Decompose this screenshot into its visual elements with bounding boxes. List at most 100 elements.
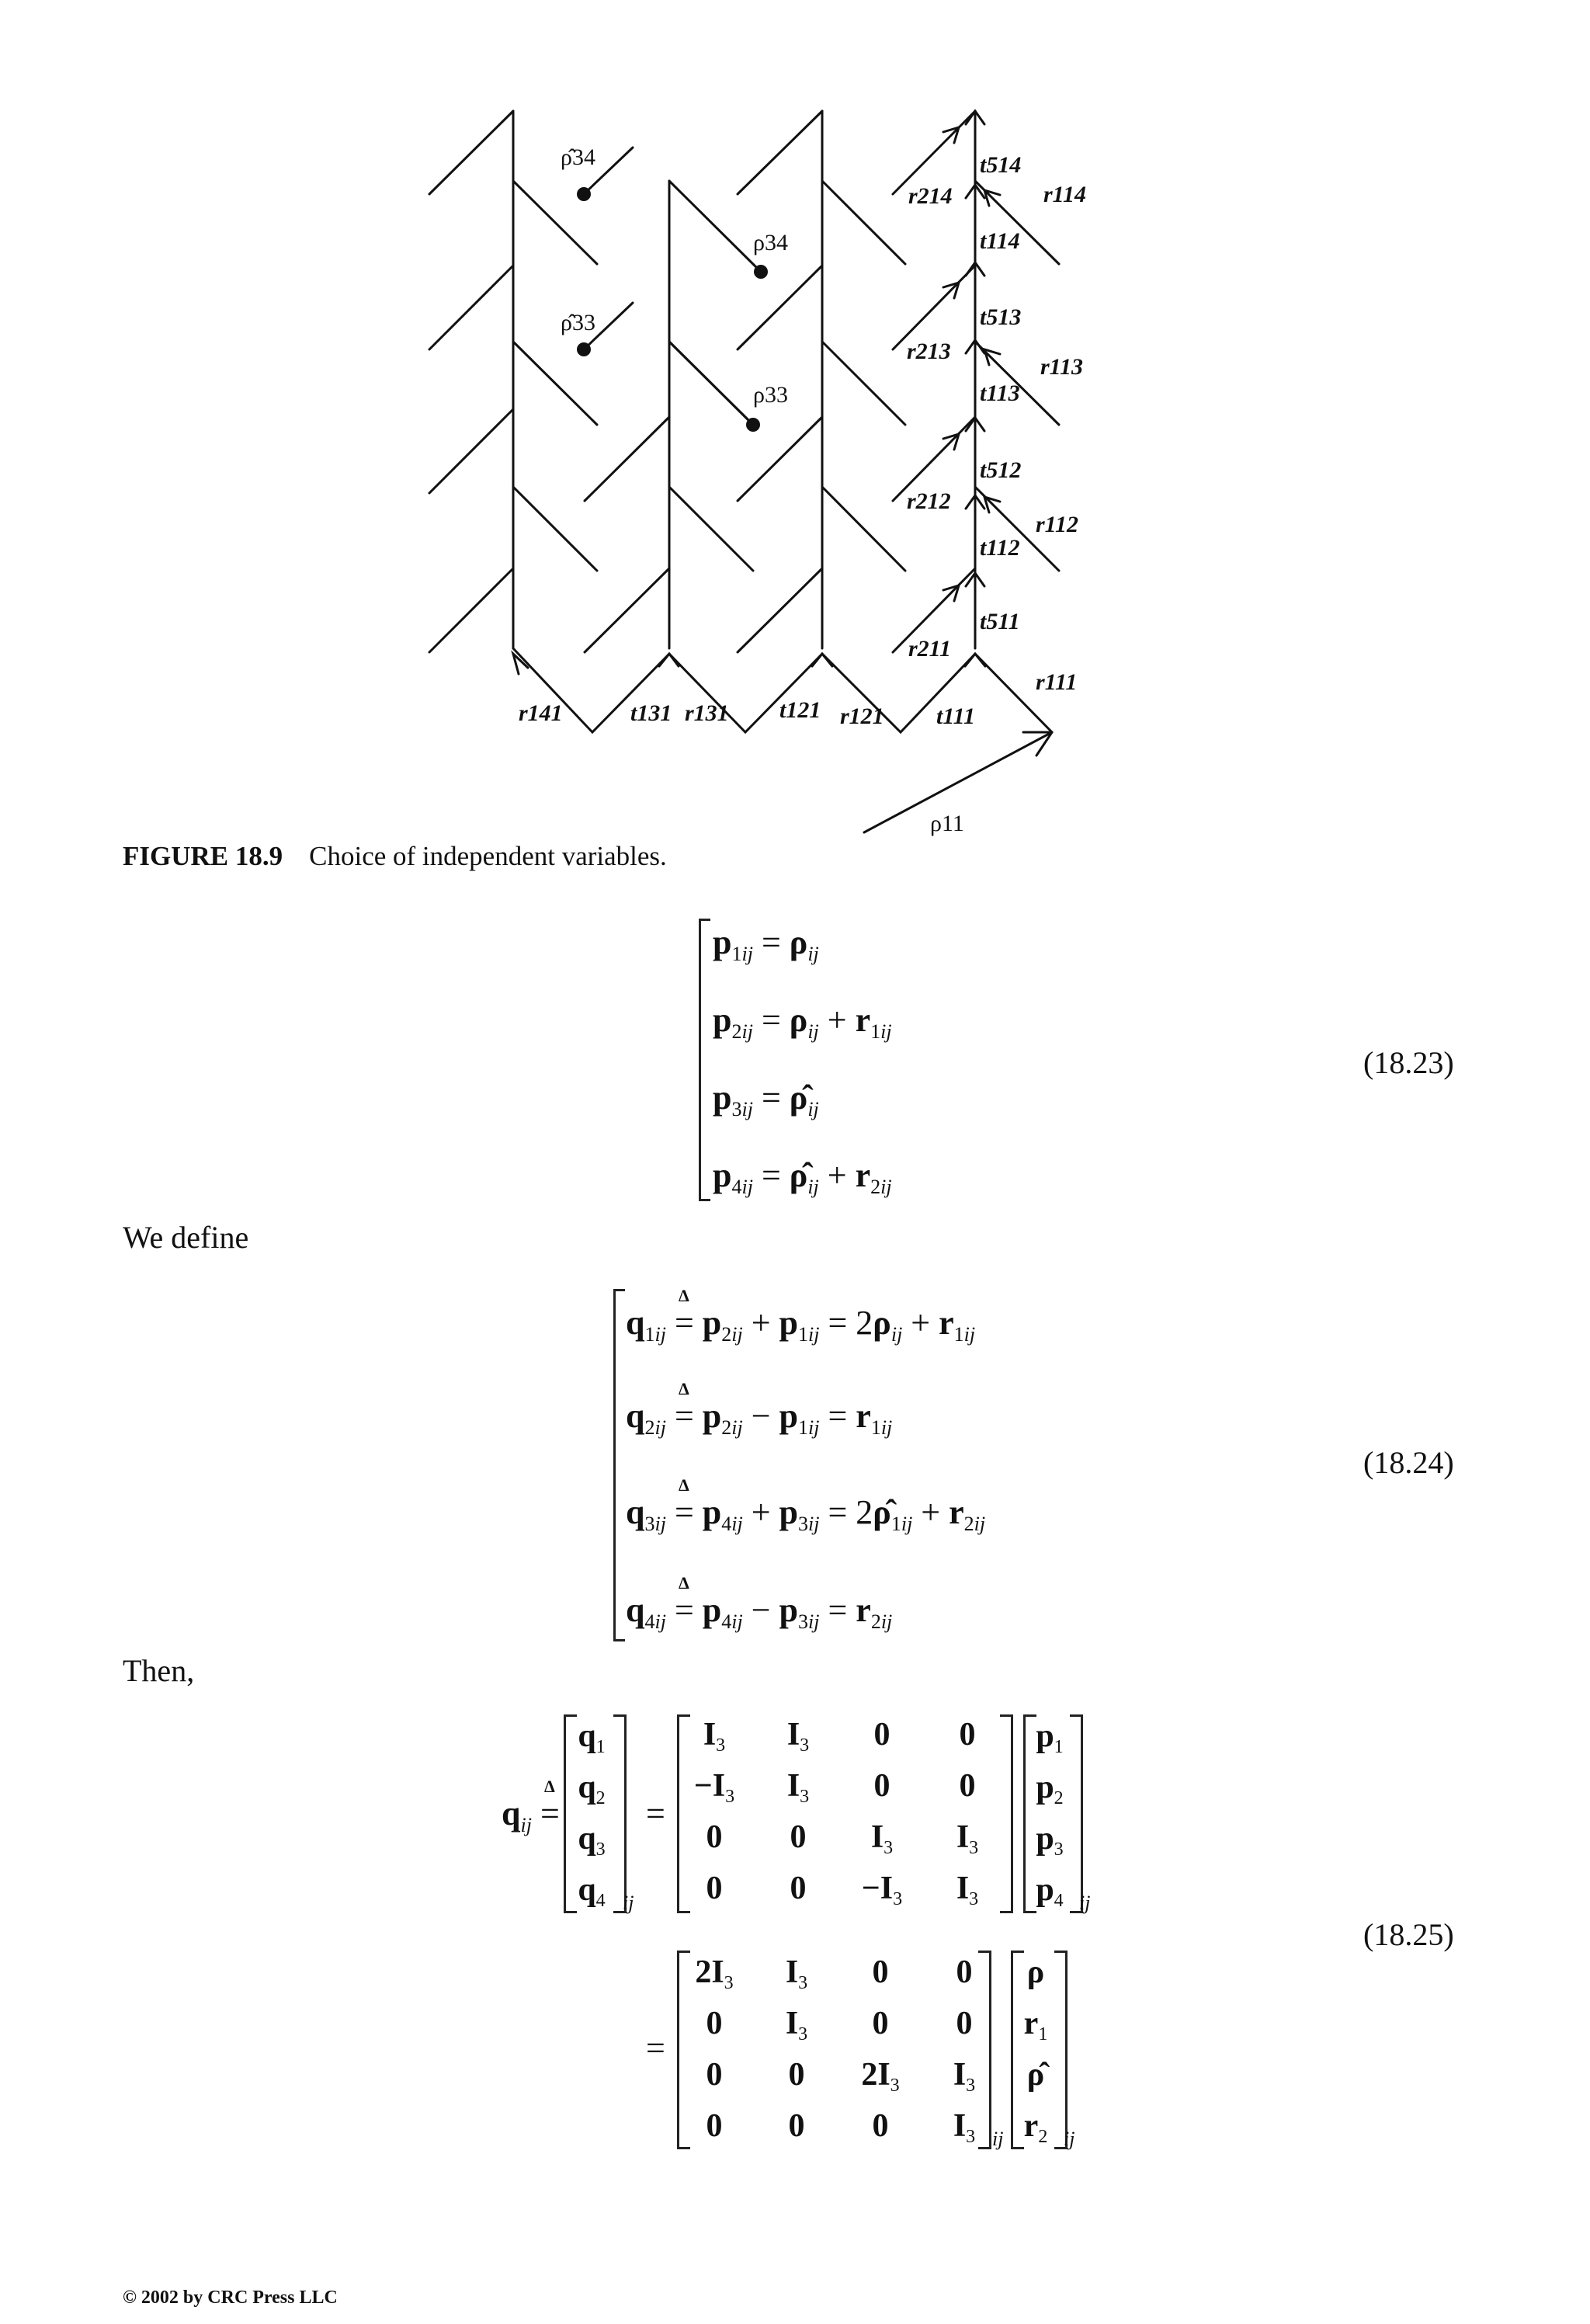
m1-r3c1: 0 bbox=[706, 1819, 723, 1855]
vec-q-1: q1 bbox=[578, 1718, 606, 1757]
m2-r4c2: 0 bbox=[788, 2108, 805, 2144]
eq-18-25-equals-1: = bbox=[646, 1794, 665, 1832]
eq-18-25-equals-2: = bbox=[646, 2029, 665, 2067]
eq-18-23-line-1: p1ij = ρij bbox=[713, 923, 819, 965]
eq-18-23-line-4: p4ij = ρ̂ij + r2ij bbox=[713, 1156, 892, 1198]
brace-eq-18-23 bbox=[699, 919, 710, 1201]
bracket-q-left bbox=[564, 1714, 577, 1913]
eq-18-24-line-1: q1ij Δ= p2ij + p1ij = 2ρij + r1ij bbox=[626, 1286, 976, 1346]
label-rho-34: ρ34 bbox=[753, 230, 788, 255]
bracket-m2-right bbox=[978, 1951, 991, 2149]
m1-r1c3: 0 bbox=[873, 1717, 890, 1753]
label-r112: r112 bbox=[1036, 512, 1078, 537]
vec-r2: r2 bbox=[1023, 2108, 1048, 2147]
m1-r3c3: I3 bbox=[870, 1819, 894, 1858]
label-t114: t114 bbox=[980, 228, 1020, 254]
m1-r2c2: I3 bbox=[786, 1768, 810, 1807]
label-t131: t131 bbox=[630, 700, 672, 726]
equation-number-18-23: (18.23) bbox=[1363, 1045, 1454, 1080]
label-rho-hat-33: ρ̂33 bbox=[561, 310, 595, 335]
figure-18-9-diagram: ρ̂34 ρ34 ρ̂33 ρ33 t514 r114 r214 t114 t5… bbox=[428, 109, 1086, 836]
label-t511: t511 bbox=[980, 609, 1020, 634]
label-t512: t512 bbox=[980, 457, 1021, 483]
label-t514: t514 bbox=[980, 152, 1021, 178]
vec-r1: r1 bbox=[1023, 2006, 1048, 2044]
equation-number-18-24: (18.24) bbox=[1363, 1445, 1454, 1480]
m2-r2c3: 0 bbox=[872, 2006, 889, 2041]
vec-rho-hat: ρ̂ bbox=[1026, 2057, 1045, 2093]
caption-text: Choice of independent variables. bbox=[309, 841, 667, 871]
label-t111: t111 bbox=[936, 703, 975, 729]
vec-p-2: p2 bbox=[1036, 1770, 1064, 1808]
eq-18-24-line-2: q2ij Δ= p2ij − p1ij = r1ij bbox=[626, 1379, 893, 1439]
bracket-p-right bbox=[1070, 1714, 1083, 1913]
vec-q-3: q3 bbox=[578, 1821, 606, 1860]
equation-number-18-25: (18.25) bbox=[1363, 1917, 1454, 1952]
eq-18-23-line-3: p3ij = ρ̂ij bbox=[713, 1079, 819, 1120]
m1-r1c4: 0 bbox=[959, 1717, 976, 1753]
text-then: Then, bbox=[123, 1653, 195, 1688]
vec-q-subscript: ij bbox=[623, 1892, 634, 1914]
m2-r3c2: 0 bbox=[788, 2057, 805, 2093]
eq-18-24-line-4: q4ij Δ= p4ij − p3ij = r2ij bbox=[626, 1573, 893, 1633]
bracket-q-right bbox=[613, 1714, 627, 1913]
vec-p-3: p3 bbox=[1036, 1821, 1064, 1860]
m2-r1c1: 2I3 bbox=[695, 1954, 734, 1993]
figure-caption: FIGURE 18.9 Choice of independent variabl… bbox=[123, 841, 667, 872]
m2-r2c1: 0 bbox=[706, 2006, 723, 2041]
eq-18-25-lhs: qij Δ= bbox=[502, 1777, 560, 1836]
bracket-m2-left bbox=[677, 1951, 690, 2149]
m2-r4c3: 0 bbox=[872, 2108, 889, 2144]
vec-p-subscript: ij bbox=[1079, 1892, 1091, 1914]
label-r214: r214 bbox=[908, 183, 953, 209]
label-t121: t121 bbox=[779, 697, 821, 723]
vec-p-4: p4 bbox=[1036, 1872, 1064, 1911]
m1-r4c4: I3 bbox=[956, 1871, 979, 1909]
label-t513: t513 bbox=[980, 304, 1021, 330]
m1-r2c3: 0 bbox=[873, 1768, 890, 1804]
label-rho-11: ρ11 bbox=[930, 811, 964, 836]
bracket-m1-left bbox=[677, 1714, 690, 1913]
m2-r3c1: 0 bbox=[706, 2057, 723, 2093]
copyright-footer: © 2002 by CRC Press LLC bbox=[123, 2288, 338, 2308]
m1-r3c2: 0 bbox=[790, 1819, 807, 1855]
m1-r4c3: −I3 bbox=[861, 1871, 903, 1909]
bracket-rho-right bbox=[1054, 1951, 1068, 2149]
m2-r2c2: I3 bbox=[785, 2006, 808, 2044]
m1-r4c1: 0 bbox=[706, 1871, 723, 1906]
vec-rho: ρ bbox=[1026, 1954, 1045, 1990]
label-r212: r212 bbox=[907, 488, 951, 514]
label-r113: r113 bbox=[1040, 354, 1083, 380]
m2-r1c4: 0 bbox=[956, 1954, 973, 1990]
label-r141: r141 bbox=[519, 700, 563, 726]
eq-18-24-line-3: q3ij Δ= p4ij + p3ij = 2ρ̂1ij + r2ij bbox=[626, 1475, 986, 1535]
label-t113: t113 bbox=[980, 380, 1020, 406]
m2-r3c4: I3 bbox=[953, 2057, 976, 2096]
bracket-rho-left bbox=[1011, 1951, 1024, 2149]
m2-r1c2: I3 bbox=[785, 1954, 808, 1993]
brace-eq-18-24 bbox=[613, 1289, 625, 1641]
label-r213: r213 bbox=[907, 339, 951, 364]
label-rho-hat-34: ρ̂34 bbox=[561, 144, 595, 170]
label-r111: r111 bbox=[1036, 669, 1077, 695]
m1-r1c2: I3 bbox=[786, 1717, 810, 1756]
vec-rho-subscript: ij bbox=[1064, 2128, 1075, 2150]
eq-18-23-line-2: p2ij = ρij + r1ij bbox=[713, 1001, 892, 1043]
vec-q-4: q4 bbox=[578, 1872, 606, 1911]
m1-r1c1: I3 bbox=[703, 1717, 726, 1756]
label-r211: r211 bbox=[908, 636, 951, 662]
caption-label: FIGURE 18.9 bbox=[123, 841, 283, 871]
m1-r4c2: 0 bbox=[790, 1871, 807, 1906]
vec-p-1: p1 bbox=[1036, 1718, 1064, 1757]
m1-r2c4: 0 bbox=[959, 1768, 976, 1804]
label-t112: t112 bbox=[980, 535, 1020, 561]
label-rho-33: ρ33 bbox=[753, 382, 788, 408]
m1-r2c1: −I3 bbox=[693, 1768, 735, 1807]
bracket-m1-right bbox=[1000, 1714, 1013, 1913]
m2-r3c3: 2I3 bbox=[861, 2057, 900, 2096]
label-r114: r114 bbox=[1043, 182, 1086, 207]
m2-subscript: ij bbox=[992, 2128, 1004, 2150]
m1-r3c4: I3 bbox=[956, 1819, 979, 1858]
m2-r1c3: 0 bbox=[872, 1954, 889, 1990]
label-r121: r121 bbox=[840, 703, 884, 729]
